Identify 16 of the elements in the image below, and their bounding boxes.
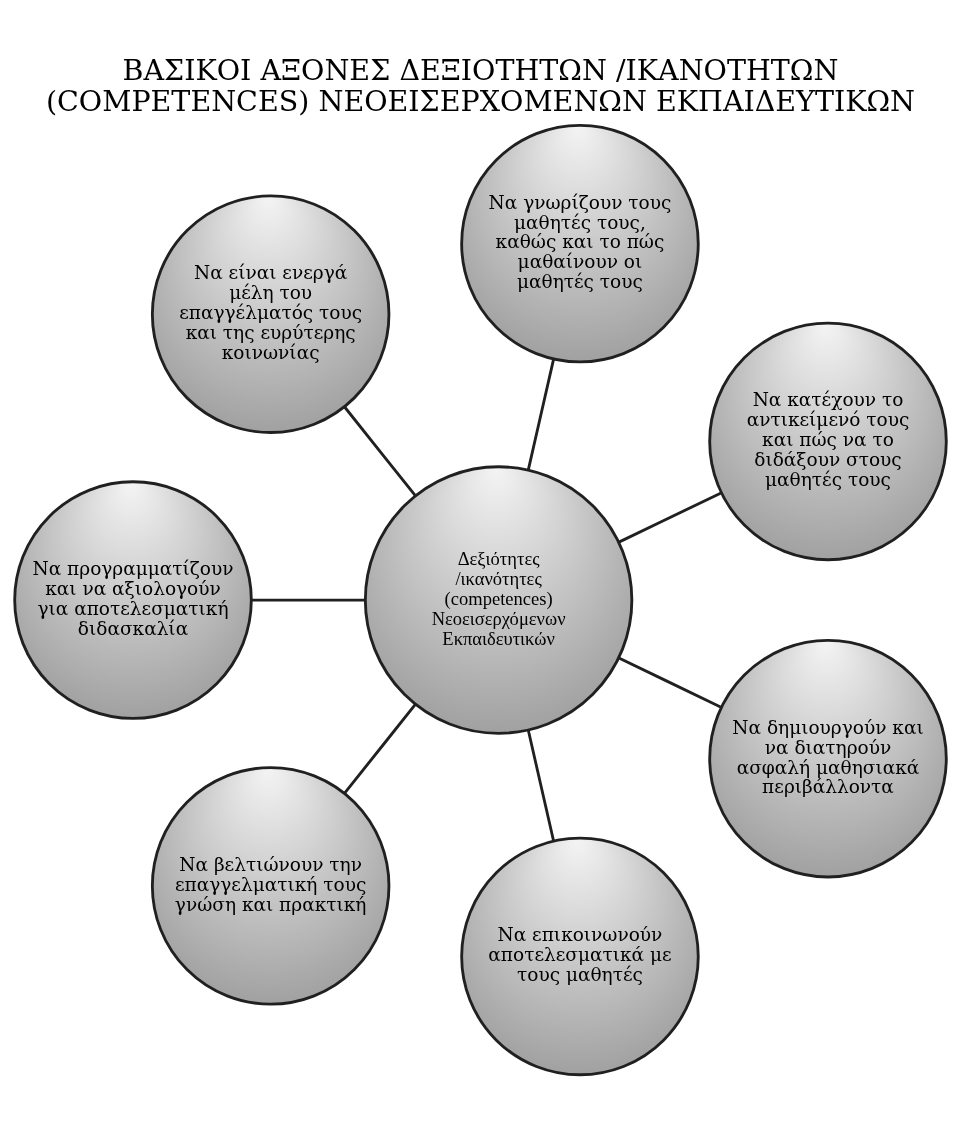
- connector: [617, 656, 722, 708]
- connector: [251, 598, 365, 601]
- connector: [343, 405, 416, 497]
- connector: [343, 703, 416, 794]
- node-circle: Να βελτιώνουν την επαγγελματική τους γνώση και πρακτική: [150, 765, 390, 1006]
- node-circle: Να γνωρίζουν τους μαθητές τους, καθώς και το πώς μαθαίνουν οι μαθητές τους: [459, 123, 700, 363]
- node-circle: Να προγραμματίζουν και να αξιολογούν για αποτελεσματική διδασκαλία: [12, 479, 253, 720]
- node-circle: Να επικοινωνούν αποτελεσματικά με τους μαθητές: [459, 836, 700, 1076]
- node-circle: Να κατέχουν το αντικείμενό τους και πώς να το διδάξουν στους μαθητές τους: [707, 321, 948, 561]
- node-circle: Να δημιουργούν και να διατηρούν ασφαλή μαθησιακά περιβάλλοντα: [707, 638, 948, 878]
- connector: [526, 729, 555, 841]
- connector: [526, 358, 555, 470]
- diagram-title: ΒΑΣΙΚΟΙ ΑΞΟΝΕΣ ΔΕΞΙΟΤΗΤΩΝ /ΙΚΑΝΟΤΗΤΩΝ (COMPETENCES) ΝΕΟΕΙΣΕΡΧΟΜΕΝΩΝ ΕΚΠΑΙΔΕΥΤΙΚΩΝ: [45, 53, 915, 118]
- node-circle: Δεξιότητες /ικανότητες (competences) Νεοεισερχόμενων Εκπαιδευτικών: [363, 464, 633, 735]
- connector: [617, 491, 722, 543]
- node-circle: Να είναι ενεργά μέλη του επαγγέλματός τους και της ευρύτερης κοινωνίας: [150, 194, 390, 434]
